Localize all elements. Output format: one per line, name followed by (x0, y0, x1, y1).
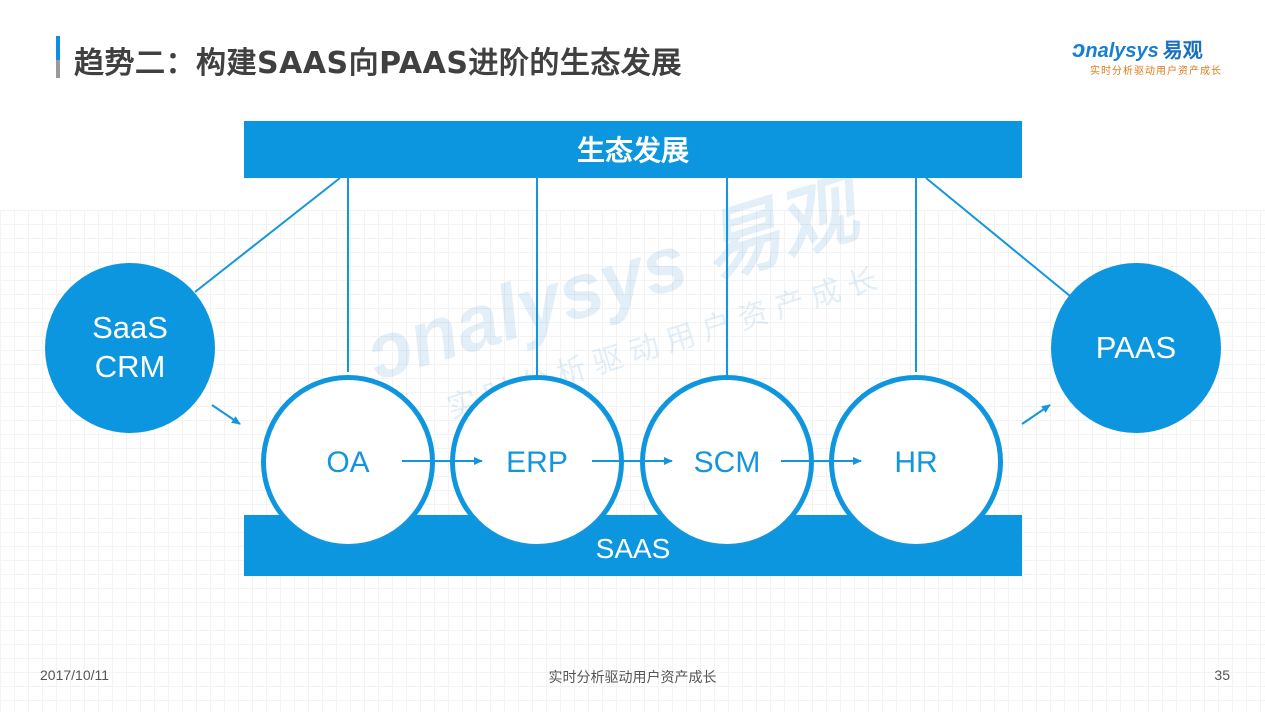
node-saas-crm-line2: CRM (95, 349, 166, 384)
page-title: 趋势二：构建SAAS向PAAS进阶的生态发展 (74, 46, 682, 81)
title-accent-bar-gray (56, 60, 60, 78)
top-bar-label: 生态发展 (577, 134, 689, 167)
node-saas-crm-line1: SaaS (92, 310, 168, 345)
connector-line-left (194, 177, 341, 293)
title-accent-bar (56, 36, 60, 78)
stage-hr (829, 375, 1003, 549)
stage-label-hr: HR (894, 446, 937, 479)
node-paas (1051, 263, 1221, 433)
footer-tagline: 实时分析驱动用户资产成长 (548, 670, 717, 686)
connector-line-right (925, 177, 1071, 297)
page-number: 35 (1214, 667, 1230, 683)
stage-label-oa: OA (326, 446, 369, 479)
stage-label-scm: SCM (694, 446, 761, 479)
stage-erp (450, 375, 624, 549)
stage-oa (261, 375, 435, 549)
arrow-right-out (1021, 404, 1051, 425)
stage-scm (640, 375, 814, 549)
node-paas-label: PAAS (1096, 330, 1176, 365)
logo-tagline: 实时分析驱动用户资产成长 (1090, 66, 1222, 77)
stage-label-erp: ERP (506, 446, 568, 479)
bottom-bar-label: SAAS (596, 533, 671, 564)
top-bar (244, 121, 1022, 178)
footer-date: 2017/10/11 (40, 667, 110, 683)
arrow-left-in (211, 404, 241, 425)
node-saas-crm (45, 263, 215, 433)
